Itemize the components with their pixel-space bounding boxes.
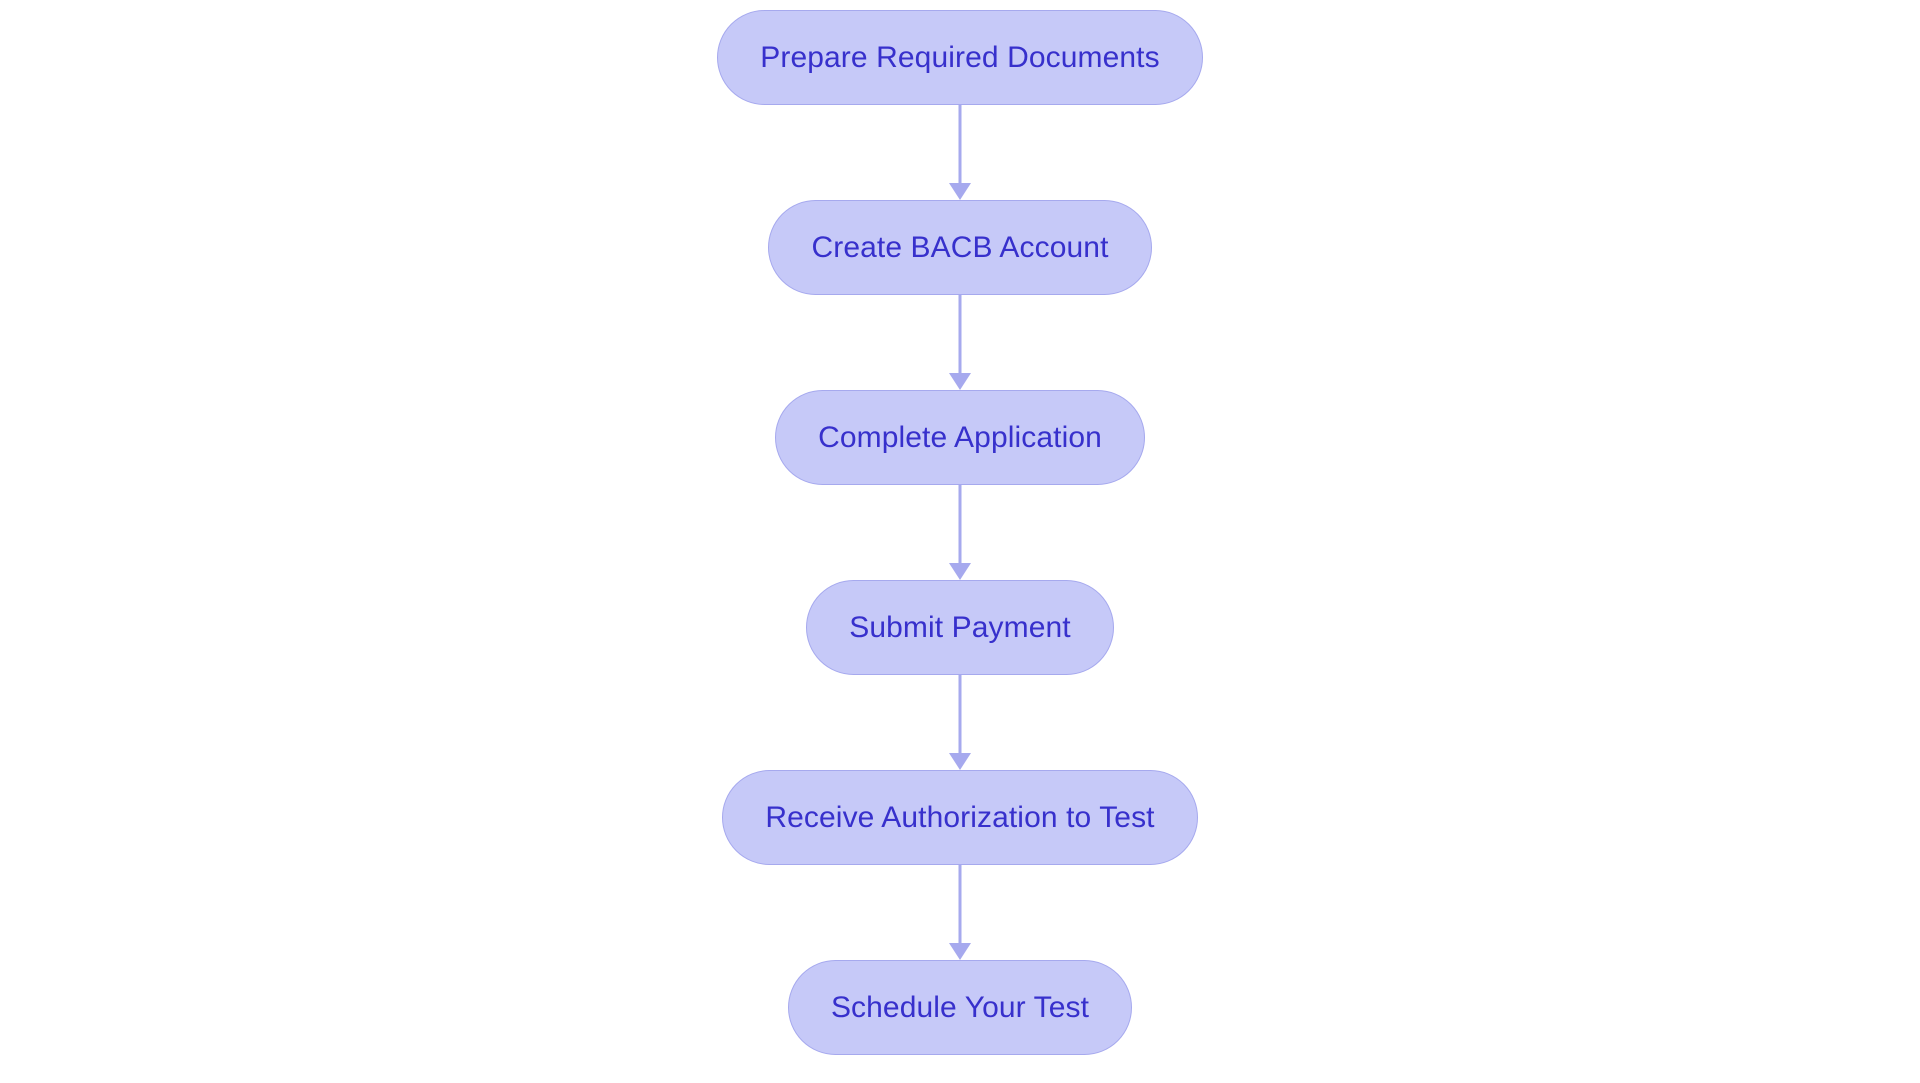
connector-line — [958, 105, 962, 185]
arrow-down-icon — [949, 183, 971, 200]
connector-line — [958, 295, 962, 375]
arrow-down-icon — [949, 753, 971, 770]
arrow-down-icon — [949, 563, 971, 580]
connector-line — [958, 675, 962, 755]
flow-connector-5 — [948, 865, 972, 960]
flow-node-create-bacb-account[interactable]: Create BACB Account — [768, 200, 1152, 295]
flow-node-label: Receive Authorization to Test — [765, 800, 1155, 834]
flow-node-label: Create BACB Account — [811, 230, 1109, 264]
flow-node-schedule-your-test[interactable]: Schedule Your Test — [787, 960, 1133, 1055]
flow-node-prepare-required-documents[interactable]: Prepare Required Documents — [717, 10, 1203, 105]
flow-node-submit-payment[interactable]: Submit Payment — [806, 580, 1114, 675]
flow-connector-4 — [948, 675, 972, 770]
flow-connector-1 — [948, 105, 972, 200]
flow-node-label: Prepare Required Documents — [760, 40, 1160, 74]
flow-connector-3 — [948, 485, 972, 580]
flow-node-label: Complete Application — [818, 420, 1102, 454]
flow-node-label: Schedule Your Test — [830, 990, 1090, 1024]
connector-line — [958, 485, 962, 565]
flow-node-receive-authorization-to-test[interactable]: Receive Authorization to Test — [722, 770, 1198, 865]
connector-line — [958, 865, 962, 945]
flow-node-complete-application[interactable]: Complete Application — [775, 390, 1145, 485]
arrow-down-icon — [949, 943, 971, 960]
flow-connector-2 — [948, 295, 972, 390]
flow-node-label: Submit Payment — [849, 610, 1071, 644]
arrow-down-icon — [949, 373, 971, 390]
